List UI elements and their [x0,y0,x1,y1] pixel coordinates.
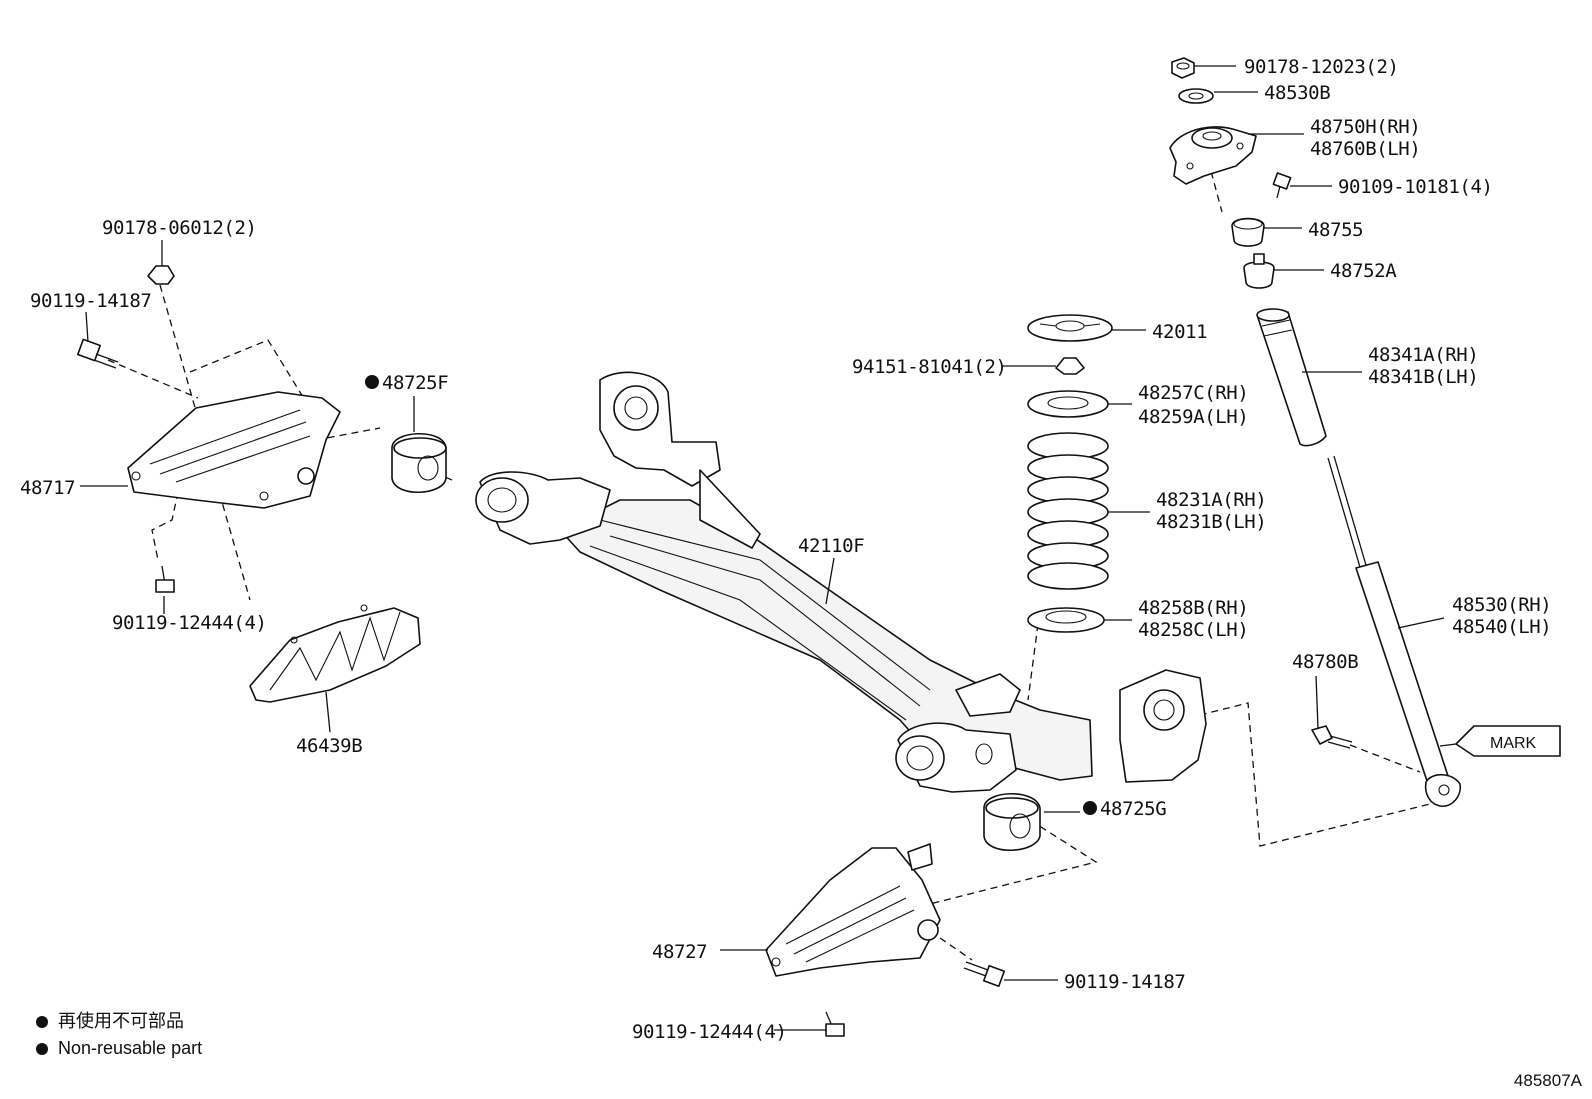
label-48341A: 48341A(RH) [1368,344,1478,366]
legend: 再使用不可部品 Non-reusable part [36,1008,202,1062]
label-48540-lh: 48540(LH) [1452,616,1551,638]
bolt-90109-10181-icon [1272,172,1292,199]
bolt-90119-12444a-icon [155,565,175,593]
bolt-48780B-icon [1311,725,1353,749]
legend-row-en: Non-reusable part [36,1035,202,1062]
label-48760B: 48760B(LH) [1310,138,1420,160]
part-labels: 90178-12023(2) 48530B 48750H(RH) 48760B(… [20,56,1552,1043]
cap-48755-icon [1231,217,1265,247]
label-48752A: 48752A [1330,260,1397,282]
non-reusable-dot-48725G [1083,801,1097,815]
label-90109-10181: 90109-10181(4) [1338,176,1493,198]
label-48780B: 48780B [1292,651,1358,673]
bolt-90119-12444b-icon [825,1011,845,1037]
label-mark: MARK [1490,735,1537,752]
label-90119-14187-lower: 90119-14187 [1064,971,1185,993]
label-48725F: 48725F [382,372,448,394]
label-48341B: 48341B(LH) [1368,366,1478,388]
stopper-48752A-icon [1243,253,1275,289]
label-48530B: 48530B [1264,82,1330,104]
label-90178-06012: 90178-06012(2) [102,217,257,239]
label-48530-rh: 48530(RH) [1452,594,1551,616]
assembly-lines [107,159,1431,961]
nut-94151-icon [1055,357,1085,375]
label-42110F: 42110F [798,535,864,557]
coil-spring-48231A-icon [1027,432,1109,590]
bracket-48727-icon [765,843,941,977]
label-48231B: 48231B(LH) [1156,511,1266,533]
bushing-48725F-icon [391,432,447,494]
insulator-48258B-icon [1027,607,1105,633]
shock-absorber-48530-icon [1327,455,1462,807]
insulator-48257C-icon [1027,390,1109,418]
bolt-90119-14187a-icon [77,338,119,369]
label-94151-81041: 94151-81041(2) [852,356,1007,378]
label-48231A: 48231A(RH) [1156,489,1266,511]
bolt-90119-14187b-icon [963,961,1006,988]
legend-dot-icon [36,1015,48,1028]
axle-beam-42110F-icon [475,371,1207,793]
label-90119-12444-left: 90119-12444(4) [112,612,267,634]
legend-text-ja: 再使用不可部品 [58,1011,184,1031]
legend-dot-icon [36,1042,48,1055]
seat-42011-icon [1027,314,1113,342]
leader-lines [80,65,1445,1031]
label-48725G: 48725G [1100,798,1166,820]
label-48717: 48717 [20,477,75,499]
label-48727: 48727 [652,941,707,963]
boot-48341A-icon [1256,308,1327,447]
document-number: 485807A [1513,1071,1582,1090]
label-48755: 48755 [1308,219,1363,241]
label-48259A: 48259A(LH) [1138,406,1248,428]
bracket-48717-icon [127,391,341,509]
upper-support-48750H-icon [1169,126,1257,185]
mark-tag [1439,725,1561,757]
label-48750H: 48750H(RH) [1310,116,1420,138]
label-48258B: 48258B(RH) [1138,597,1248,619]
cover-46439B-icon [249,604,421,703]
label-42011: 42011 [1152,321,1207,343]
legend-row-ja: 再使用不可部品 [36,1008,202,1035]
washer-48530B-icon [1178,88,1214,104]
label-46439B: 46439B [296,735,362,757]
label-48257C: 48257C(RH) [1138,382,1248,404]
nut-90178-12023-icon [1171,57,1195,79]
label-48258C: 48258C(LH) [1138,619,1248,641]
label-90119-12444-lower: 90119-12444(4) [632,1021,787,1043]
legend-text-en: Non-reusable part [58,1038,203,1058]
label-90119-14187-upper: 90119-14187 [30,290,151,312]
non-reusable-dot-48725F [365,375,379,389]
nut-90178-06012-icon [147,265,175,285]
label-90178-12023: 90178-12023(2) [1244,56,1399,78]
bushing-48725G-icon [983,792,1041,852]
